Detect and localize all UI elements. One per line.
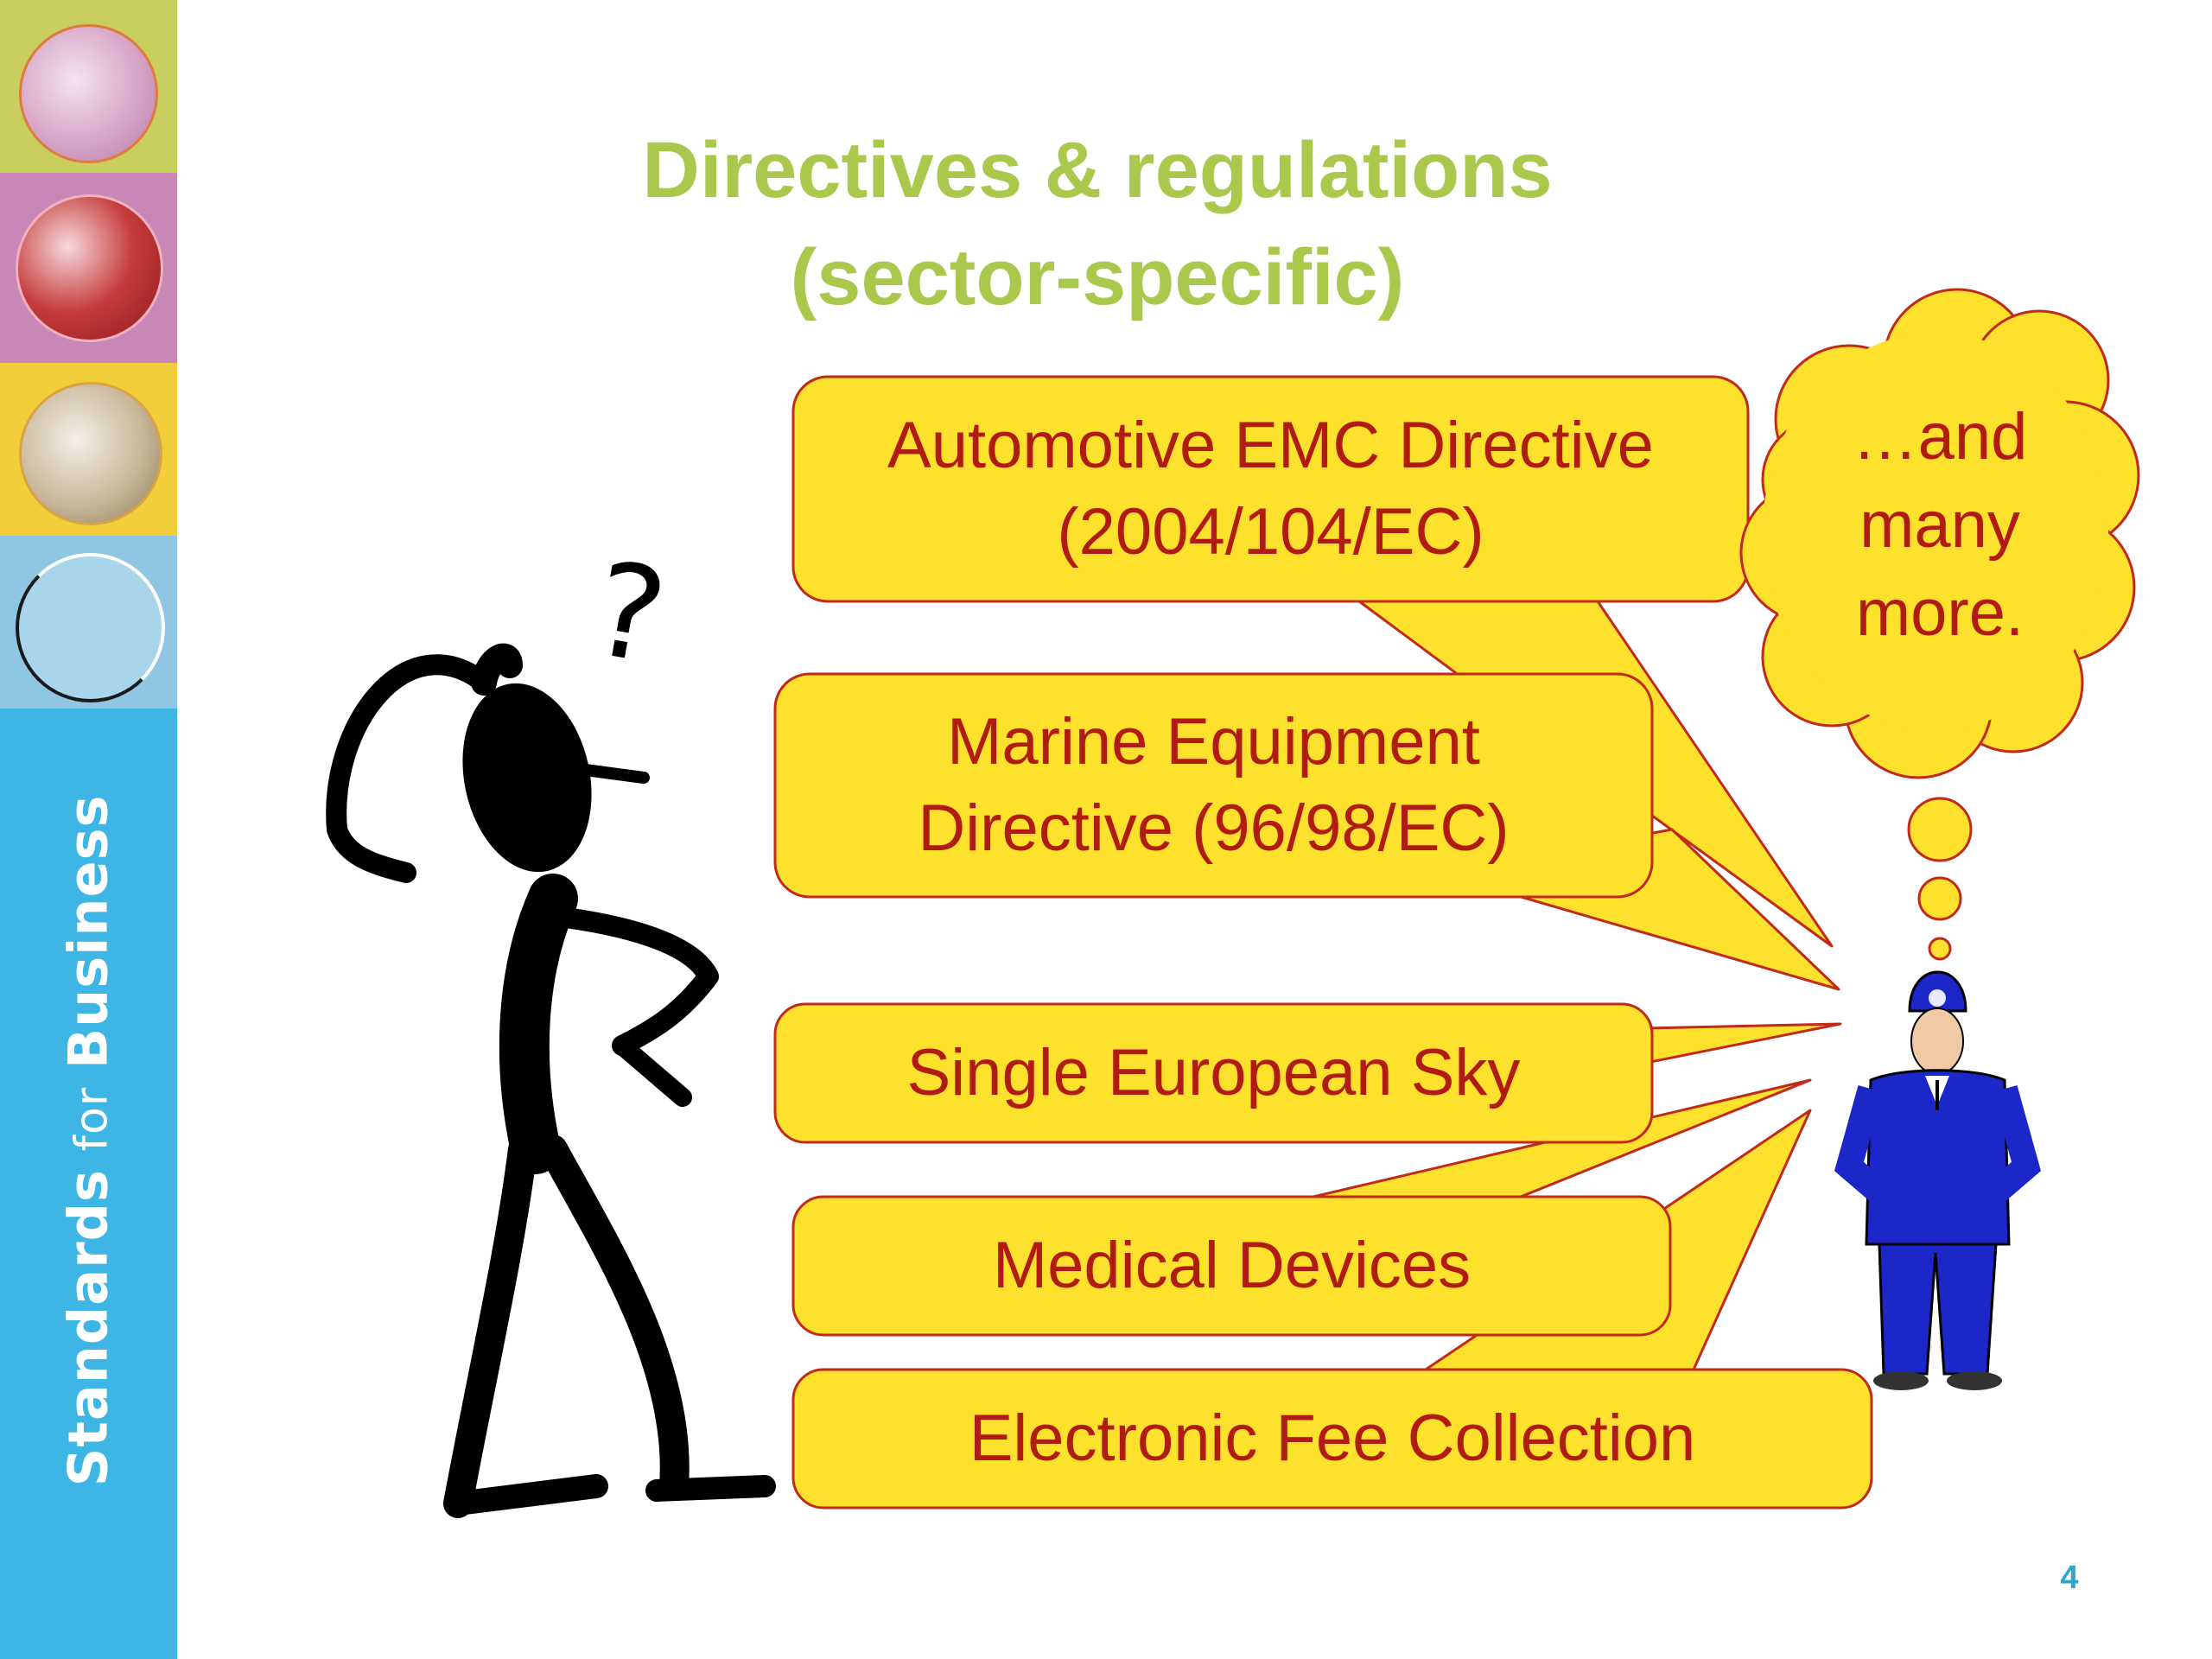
callout-text-line: Marine Equipment bbox=[947, 705, 1480, 779]
globe-icon bbox=[19, 382, 162, 525]
title-line-2: (sector-specific) bbox=[790, 233, 1405, 321]
thought-bubble-text: …and many more. bbox=[1776, 393, 2104, 658]
slide-title: Directives & regulations (sector-specifi… bbox=[449, 117, 1745, 331]
question-mark-icon: ? bbox=[582, 534, 677, 694]
police-officer-icon bbox=[1834, 970, 2042, 1390]
callout-automotive-emc: Automotive EMC Directive (2004/104/EC) bbox=[793, 377, 1748, 601]
globe-icon bbox=[19, 24, 158, 163]
sidebar-tile-pink bbox=[0, 173, 177, 363]
thought-line-3: more. bbox=[1855, 576, 2024, 650]
thought-dot-3 bbox=[1928, 937, 1952, 961]
globe-icon bbox=[16, 553, 165, 702]
callout-text-line: Electronic Fee Collection bbox=[969, 1402, 1696, 1475]
thought-line-2: many bbox=[1859, 488, 2020, 562]
callout-text-line: Directive (96/98/EC) bbox=[918, 791, 1510, 865]
sidebar-tile-blue bbox=[0, 536, 177, 709]
callout-text-line: (2004/104/EC) bbox=[1057, 495, 1484, 569]
callout-box-medical bbox=[791, 1195, 1672, 1337]
sidebar: Standards for Business bbox=[0, 0, 177, 1659]
thought-line-1: …and bbox=[1852, 400, 2028, 474]
title-line-1: Directives & regulations bbox=[642, 126, 1553, 214]
callout-medical-devices: Medical Devices bbox=[793, 1197, 1670, 1335]
sidebar-tile-green bbox=[0, 0, 177, 173]
page-number: 4 bbox=[2060, 1560, 2079, 1596]
callout-single-european-sky: Single European Sky bbox=[775, 1004, 1652, 1142]
globe-icon bbox=[16, 194, 163, 342]
callout-electronic-fee-collection: Electronic Fee Collection bbox=[793, 1370, 1872, 1508]
callout-text-line: Automotive EMC Directive bbox=[887, 409, 1654, 482]
callout-box-automotive bbox=[791, 375, 1750, 603]
thought-dot-1 bbox=[1907, 797, 1973, 862]
thought-dot-2 bbox=[1917, 876, 1962, 921]
callout-box-electronic-fee bbox=[791, 1368, 1873, 1510]
callout-box-marine bbox=[773, 672, 1654, 899]
callout-marine-equipment: Marine Equipment Directive (96/98/EC) bbox=[775, 674, 1652, 897]
sidebar-tile-yellow bbox=[0, 363, 177, 536]
callout-text-line: Medical Devices bbox=[992, 1229, 1471, 1302]
brand-panel bbox=[0, 709, 177, 1659]
callout-box-single-sky bbox=[773, 1002, 1654, 1144]
confused-stick-figure-icon bbox=[326, 643, 776, 1518]
callout-text-line: Single European Sky bbox=[906, 1036, 1521, 1109]
callout-tail-single-sky bbox=[1644, 1022, 1842, 1065]
